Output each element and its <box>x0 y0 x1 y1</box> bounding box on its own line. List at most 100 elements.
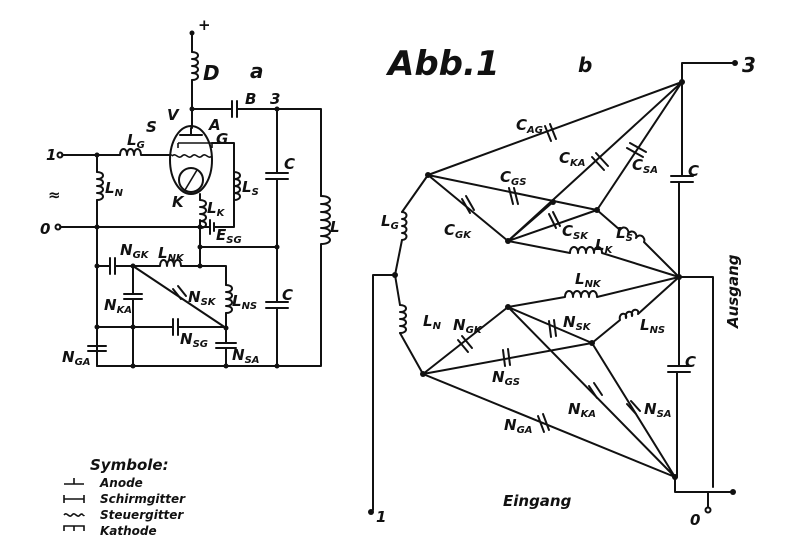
control-grid-symbol <box>63 513 85 517</box>
label-b-part: b <box>578 53 592 77</box>
label-lnk-b: LNK <box>575 270 602 290</box>
label-g: G <box>216 130 228 148</box>
legend-screen-grid: Schirmgitter <box>100 492 186 506</box>
label-c1-a: C <box>284 155 295 173</box>
plus-label: + <box>198 16 211 34</box>
label-csk: CSK <box>562 222 589 242</box>
choke-d <box>191 51 199 81</box>
label-3-b: 3 <box>742 53 756 77</box>
capacitor-cag <box>544 123 557 142</box>
screen-grid-symbol <box>63 495 85 503</box>
legend-symbols <box>63 478 85 531</box>
output-label: Ausgang <box>724 254 742 329</box>
label-ls-b: LS <box>616 224 633 244</box>
label-esg: ESG <box>216 226 242 246</box>
label-csa: CSA <box>632 156 658 176</box>
capacitor-c2 <box>265 246 289 367</box>
label-1-a: 1 <box>46 146 56 164</box>
figure-title: Abb.1 <box>385 44 500 84</box>
capacitor-ngs-b <box>502 348 511 367</box>
capacitor-cgs <box>508 187 519 205</box>
label-lk: LK <box>207 199 226 219</box>
legend-control-grid: Steuergitter <box>100 508 184 522</box>
label-ac: ≈ <box>48 186 61 204</box>
label-v: V <box>167 106 180 124</box>
schematic-b <box>368 60 738 515</box>
label-b: B <box>245 90 256 108</box>
label-ln: LN <box>105 179 124 199</box>
label-ls: LS <box>242 178 259 198</box>
label-cgs: CGS <box>500 168 526 188</box>
label-c2-a: C <box>282 286 293 304</box>
label-c1-b: C <box>688 162 699 180</box>
label-lnk: LNK <box>158 244 185 264</box>
capacitor-nka <box>123 265 143 367</box>
label-lg: LG <box>127 131 145 151</box>
capacitor-c1 <box>265 108 289 247</box>
input-label: Eingang <box>503 492 572 510</box>
inductor-ls-b <box>596 209 680 278</box>
label-a-part: a <box>250 59 264 83</box>
label-lk-b: LK <box>595 236 614 256</box>
label-ln-b: LN <box>423 312 442 332</box>
label-cag: CAG <box>516 116 543 136</box>
label-lns: LNS <box>232 292 257 312</box>
label-k: K <box>172 193 185 211</box>
label-lg-b: LG <box>381 212 399 232</box>
inductor-lg <box>119 148 172 156</box>
capacitor-nga-b <box>537 413 550 433</box>
label-nga-b: NGA <box>504 416 533 436</box>
legend-cathode: Kathode <box>100 524 157 538</box>
inductor-ln <box>96 171 104 201</box>
legend-anode: Anode <box>99 476 143 490</box>
label-nsk: NSK <box>188 288 217 308</box>
label-s: S <box>146 118 157 136</box>
label-ngk: NGK <box>120 241 150 261</box>
capacitor-nsa <box>215 327 237 367</box>
inductor-ln-b <box>399 304 407 334</box>
label-nsg: NSG <box>180 330 208 350</box>
inductor-lk-b <box>507 240 680 278</box>
capacitor-csk <box>548 211 561 229</box>
label-nka: NKA <box>104 296 132 316</box>
capacitor-nka-b <box>588 382 603 399</box>
label-0-b: 0 <box>690 511 700 529</box>
capacitor-cgk <box>461 195 475 214</box>
capacitor-nsa-b <box>626 400 641 415</box>
label-cka: CKA <box>559 149 586 169</box>
capacitor-nsg <box>96 318 227 336</box>
label-anode: A <box>208 116 221 134</box>
label-l: L <box>330 218 340 236</box>
label-cgk: CGK <box>444 221 472 241</box>
label-3-a: 3 <box>270 90 280 108</box>
label-nsa-b: NSA <box>644 400 672 420</box>
capacitor-nsk-b <box>548 319 557 338</box>
label-nsa: NSA <box>232 346 260 366</box>
anode-symbol <box>64 478 84 485</box>
label-1-b: 1 <box>376 508 386 526</box>
capacitor-nsk <box>172 285 187 300</box>
cathode-symbol <box>63 525 85 531</box>
label-nka-b: NKA <box>568 400 596 420</box>
inductor-lnk-b <box>507 276 680 308</box>
inductor-lg-b <box>401 211 408 241</box>
capacitor-cka <box>591 152 609 171</box>
label-lns-b: LNS <box>640 316 665 336</box>
legend-title: Symbole: <box>90 456 169 474</box>
label-ngk-b: NGK <box>453 316 483 336</box>
label-nsk-b: NSK <box>563 313 592 333</box>
label-0-a: 0 <box>40 220 50 238</box>
inductor-lnk <box>132 259 227 286</box>
label-c2-b: C <box>685 353 696 371</box>
capacitor-nga <box>87 345 107 352</box>
schematic-a <box>54 30 331 369</box>
label-d: D <box>203 61 220 85</box>
capacitor-csa <box>626 142 647 158</box>
capacitor-ngk-b <box>457 335 473 353</box>
label-ngs-b: NGS <box>492 368 520 388</box>
tube-envelope <box>169 125 213 195</box>
inductor-lns-b <box>591 276 680 344</box>
label-nga: NGA <box>62 348 91 368</box>
inductor-l <box>96 195 331 367</box>
